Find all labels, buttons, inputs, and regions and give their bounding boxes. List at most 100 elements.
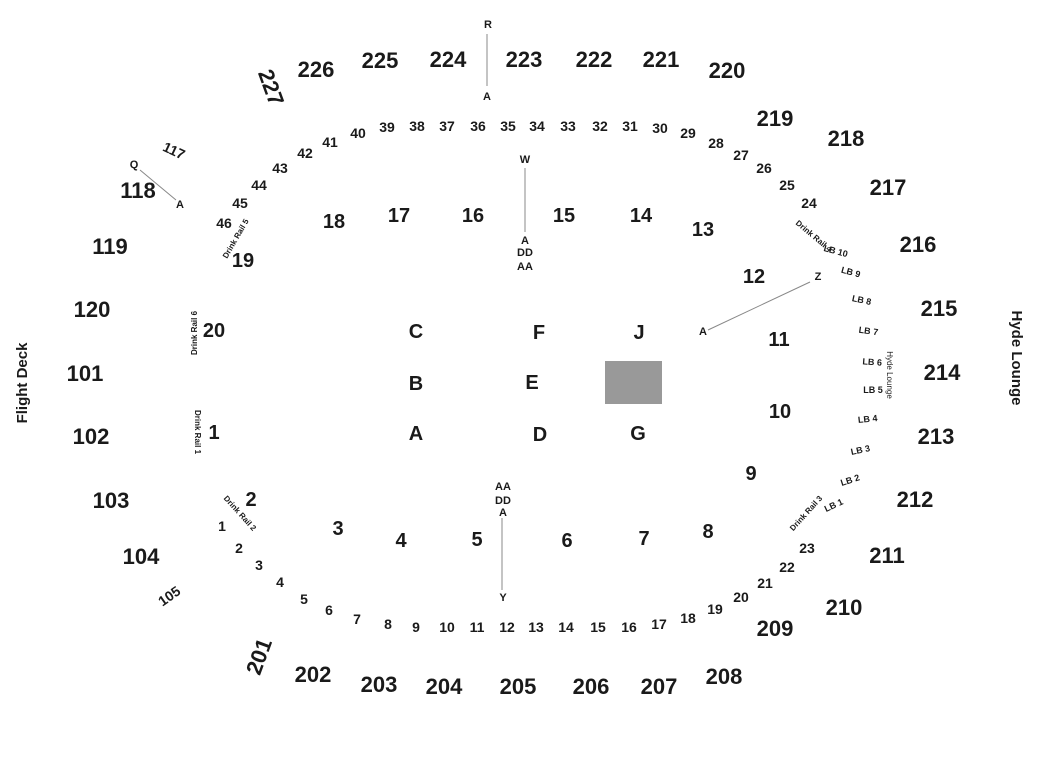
section-22[interactable]: 22 [779, 559, 795, 575]
section-27[interactable]: 27 [733, 147, 749, 163]
section-40[interactable]: 40 [350, 125, 366, 141]
section-32[interactable]: 32 [592, 118, 608, 134]
lounge-box-2[interactable]: LB 2 [839, 472, 861, 488]
section-13[interactable]: 13 [528, 619, 544, 635]
section-211[interactable]: 211 [869, 543, 905, 568]
floor-section-c[interactable]: C [409, 321, 423, 343]
floor-section-e[interactable]: E [525, 372, 538, 394]
section-6-inner[interactable]: 6 [561, 530, 572, 552]
lounge-box-3[interactable]: LB 3 [850, 443, 871, 457]
lounge-box-4[interactable]: LB 4 [857, 413, 877, 425]
section-24[interactable]: 24 [801, 195, 817, 211]
section-8[interactable]: 8 [384, 616, 392, 632]
section-3-inner[interactable]: 3 [332, 518, 343, 540]
section-220[interactable]: 220 [709, 58, 746, 83]
section-20[interactable]: 20 [733, 589, 749, 605]
drink-rail-6[interactable]: Drink Rail 6 [190, 310, 199, 355]
section-202[interactable]: 202 [295, 662, 332, 687]
section-212[interactable]: 212 [897, 487, 934, 512]
section-23[interactable]: 23 [799, 540, 815, 556]
section-218[interactable]: 218 [828, 126, 865, 151]
section-203[interactable]: 203 [361, 672, 398, 697]
section-12[interactable]: 12 [499, 619, 515, 635]
drink-rail-1[interactable]: Drink Rail 1 [193, 410, 202, 455]
section-19[interactable]: 19 [707, 601, 723, 617]
section-9-inner[interactable]: 9 [745, 463, 756, 485]
section-102[interactable]: 102 [73, 424, 110, 449]
section-118[interactable]: 118 [120, 178, 156, 203]
section-1[interactable]: 1 [218, 518, 226, 534]
section-15[interactable]: 15 [590, 619, 606, 635]
section-10[interactable]: 10 [439, 619, 455, 635]
lounge-box-10[interactable]: LB 10 [823, 243, 849, 259]
section-36[interactable]: 36 [470, 118, 486, 134]
section-21[interactable]: 21 [757, 575, 773, 591]
section-45[interactable]: 45 [232, 195, 248, 211]
section-7[interactable]: 7 [353, 611, 361, 627]
section-8-inner[interactable]: 8 [702, 521, 713, 543]
section-19-inner[interactable]: 19 [232, 250, 254, 272]
section-9[interactable]: 9 [412, 619, 420, 635]
section-34[interactable]: 34 [529, 118, 545, 134]
section-13-inner[interactable]: 13 [692, 219, 714, 241]
lounge-box-6[interactable]: LB 6 [862, 356, 882, 367]
section-4-inner[interactable]: 4 [395, 530, 407, 552]
section-224[interactable]: 224 [430, 47, 467, 72]
section-37[interactable]: 37 [439, 118, 455, 134]
floor-section-d[interactable]: D [533, 424, 547, 446]
section-103[interactable]: 103 [93, 488, 130, 513]
section-214[interactable]: 214 [924, 360, 961, 385]
section-208[interactable]: 208 [706, 664, 743, 689]
section-1-inner[interactable]: 1 [208, 422, 219, 444]
section-42[interactable]: 42 [297, 145, 313, 161]
section-16-inner[interactable]: 16 [462, 205, 484, 227]
section-26[interactable]: 26 [756, 160, 772, 176]
section-12-inner[interactable]: 12 [743, 266, 765, 288]
floor-section-b[interactable]: B [409, 373, 423, 395]
section-101[interactable]: 101 [67, 361, 104, 386]
section-223[interactable]: 223 [506, 47, 543, 72]
section-6[interactable]: 6 [325, 602, 333, 618]
section-46[interactable]: 46 [216, 215, 232, 231]
drink-rail-3[interactable]: Drink Rail 3 [788, 494, 825, 533]
section-217[interactable]: 217 [870, 175, 907, 200]
floor-section-j[interactable]: J [633, 322, 644, 344]
section-219[interactable]: 219 [757, 106, 794, 131]
section-15-inner[interactable]: 15 [553, 205, 575, 227]
section-209[interactable]: 209 [757, 616, 794, 641]
section-216[interactable]: 216 [900, 232, 937, 257]
section-5-inner[interactable]: 5 [471, 529, 482, 551]
section-119[interactable]: 119 [92, 234, 128, 259]
section-43[interactable]: 43 [272, 160, 288, 176]
section-213[interactable]: 213 [918, 424, 955, 449]
section-33[interactable]: 33 [560, 118, 576, 134]
section-35[interactable]: 35 [500, 118, 516, 134]
section-39[interactable]: 39 [379, 119, 395, 135]
section-225[interactable]: 225 [362, 48, 399, 73]
section-204[interactable]: 204 [426, 674, 463, 699]
section-205[interactable]: 205 [500, 674, 537, 699]
section-7-inner[interactable]: 7 [638, 528, 649, 550]
section-11[interactable]: 11 [470, 619, 485, 635]
section-105[interactable]: 105 [155, 583, 183, 610]
section-207[interactable]: 207 [641, 674, 678, 699]
lounge-box-9[interactable]: LB 9 [840, 265, 861, 280]
section-38[interactable]: 38 [409, 118, 425, 134]
section-28[interactable]: 28 [708, 135, 724, 151]
section-17[interactable]: 17 [651, 616, 667, 632]
section-20-inner[interactable]: 20 [203, 320, 225, 342]
section-117[interactable]: 117 [160, 138, 187, 162]
section-221[interactable]: 221 [643, 47, 680, 72]
section-18[interactable]: 18 [680, 610, 696, 626]
section-25[interactable]: 25 [779, 177, 795, 193]
section-11-inner[interactable]: 11 [768, 329, 789, 351]
section-227[interactable]: 227 [253, 66, 289, 109]
lounge-box-7[interactable]: LB 7 [858, 325, 879, 338]
floor-section-g[interactable]: G [630, 423, 646, 445]
lounge-box-5[interactable]: LB 5 [863, 385, 883, 395]
section-14-inner[interactable]: 14 [630, 205, 653, 227]
section-29[interactable]: 29 [680, 125, 696, 141]
floor-section-a[interactable]: A [409, 423, 423, 445]
section-17-inner[interactable]: 17 [388, 205, 410, 227]
floor-section-f[interactable]: F [533, 322, 545, 344]
